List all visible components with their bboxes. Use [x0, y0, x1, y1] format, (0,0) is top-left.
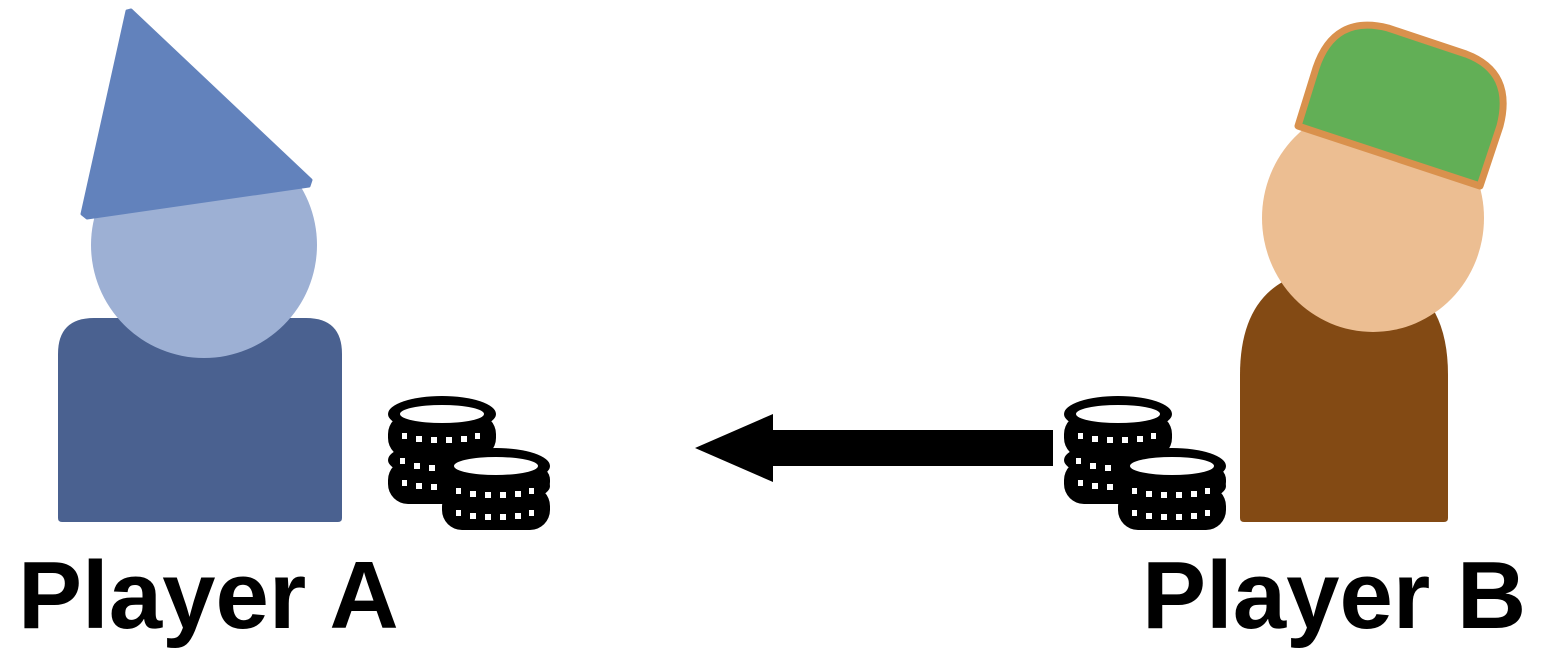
player-b-body	[1240, 268, 1448, 522]
player-a-body	[58, 318, 342, 522]
player-b-label: Player B	[1142, 542, 1527, 649]
coin-stack-a-icon	[388, 396, 550, 530]
player-a-figure	[58, 8, 342, 522]
player-a-hat-icon	[80, 8, 313, 220]
coin-stack-b-icon	[1064, 396, 1226, 530]
player-a-label: Player A	[18, 542, 399, 649]
player-b-cap-icon	[1294, 21, 1507, 190]
player-b-figure	[1240, 21, 1507, 522]
transfer-arrow	[695, 414, 1053, 482]
